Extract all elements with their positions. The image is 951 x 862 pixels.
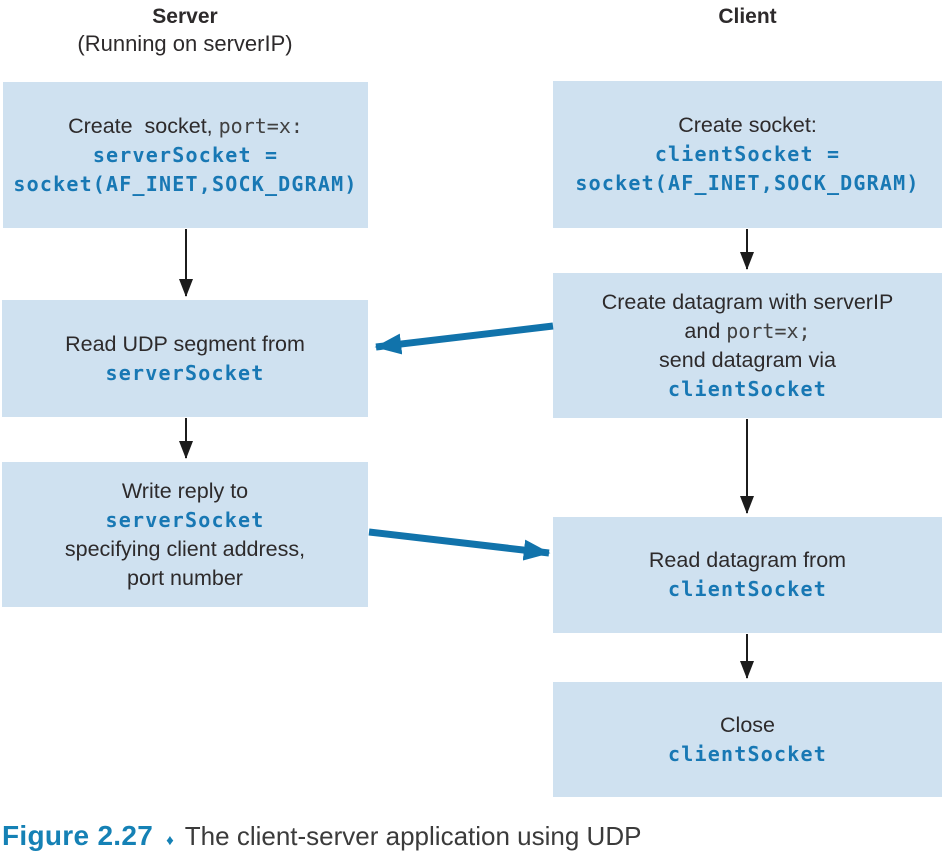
box-text: Create socket: xyxy=(678,113,817,137)
server-header-title: Server xyxy=(152,5,218,28)
client-column-header: Client xyxy=(553,3,942,30)
server-read-segment-box: Read UDP segment from serverSocket xyxy=(2,300,368,417)
code-line: clientSocket = xyxy=(654,142,841,166)
code-line: serverSocket = xyxy=(92,142,279,167)
inline-code-text: port=x: xyxy=(218,113,303,138)
box-text: Close xyxy=(720,712,775,737)
client-read-datagram-box: Read datagram from clientSocket xyxy=(553,517,942,633)
box-text: Create socket, xyxy=(68,113,219,138)
figure-caption-label: Figure 2.27 xyxy=(2,820,154,851)
code-line: clientSocket xyxy=(668,577,827,601)
diamond-icon: ♦ xyxy=(166,832,174,849)
box-text: send datagram via xyxy=(659,347,836,372)
inline-code-text: port=x; xyxy=(726,318,811,343)
code-line: serverSocket xyxy=(105,507,265,532)
server-write-reply-box: Write reply to serverSocket specifying c… xyxy=(2,462,368,607)
box-text: Write reply to xyxy=(121,478,249,503)
code-line: clientSocket xyxy=(668,741,827,766)
figure-caption: Figure 2.27 ♦ The client-server applicat… xyxy=(2,820,641,852)
box-text: Read UDP segment from xyxy=(65,331,305,356)
server-create-socket-box: Create socket, port=x: serverSocket = so… xyxy=(3,82,368,228)
box-text: Create datagram with serverIP xyxy=(601,289,894,314)
box-text-line: Create socket, port=x: xyxy=(68,112,303,141)
box-text-line: and port=x; xyxy=(684,317,810,346)
box-text: and xyxy=(684,318,727,343)
box-text: Read datagram from xyxy=(648,548,847,572)
server-header-subtitle: (Running on serverIP) xyxy=(77,31,293,56)
client-close-box: Close clientSocket xyxy=(553,682,942,797)
box-text: port number xyxy=(127,565,243,590)
code-line: serverSocket xyxy=(105,360,265,385)
code-line: clientSocket xyxy=(668,376,827,401)
request-datagram-arrow xyxy=(374,322,554,355)
code-line: socket(AF_INET,SOCK_DGRAM) xyxy=(13,171,358,196)
figure-caption-text: The client-server application using UDP xyxy=(184,821,642,851)
client-create-datagram-box: Create datagram with serverIP and port=x… xyxy=(553,273,942,418)
client-create-socket-box: Create socket: clientSocket = socket(AF_… xyxy=(553,81,942,228)
reply-datagram-arrow xyxy=(368,528,551,561)
code-line: socket(AF_INET,SOCK_DGRAM) xyxy=(575,171,920,195)
client-header-title: Client xyxy=(718,5,777,28)
box-text: specifying client address, xyxy=(64,536,306,561)
server-column-header: Server (Running on serverIP) xyxy=(2,3,368,57)
